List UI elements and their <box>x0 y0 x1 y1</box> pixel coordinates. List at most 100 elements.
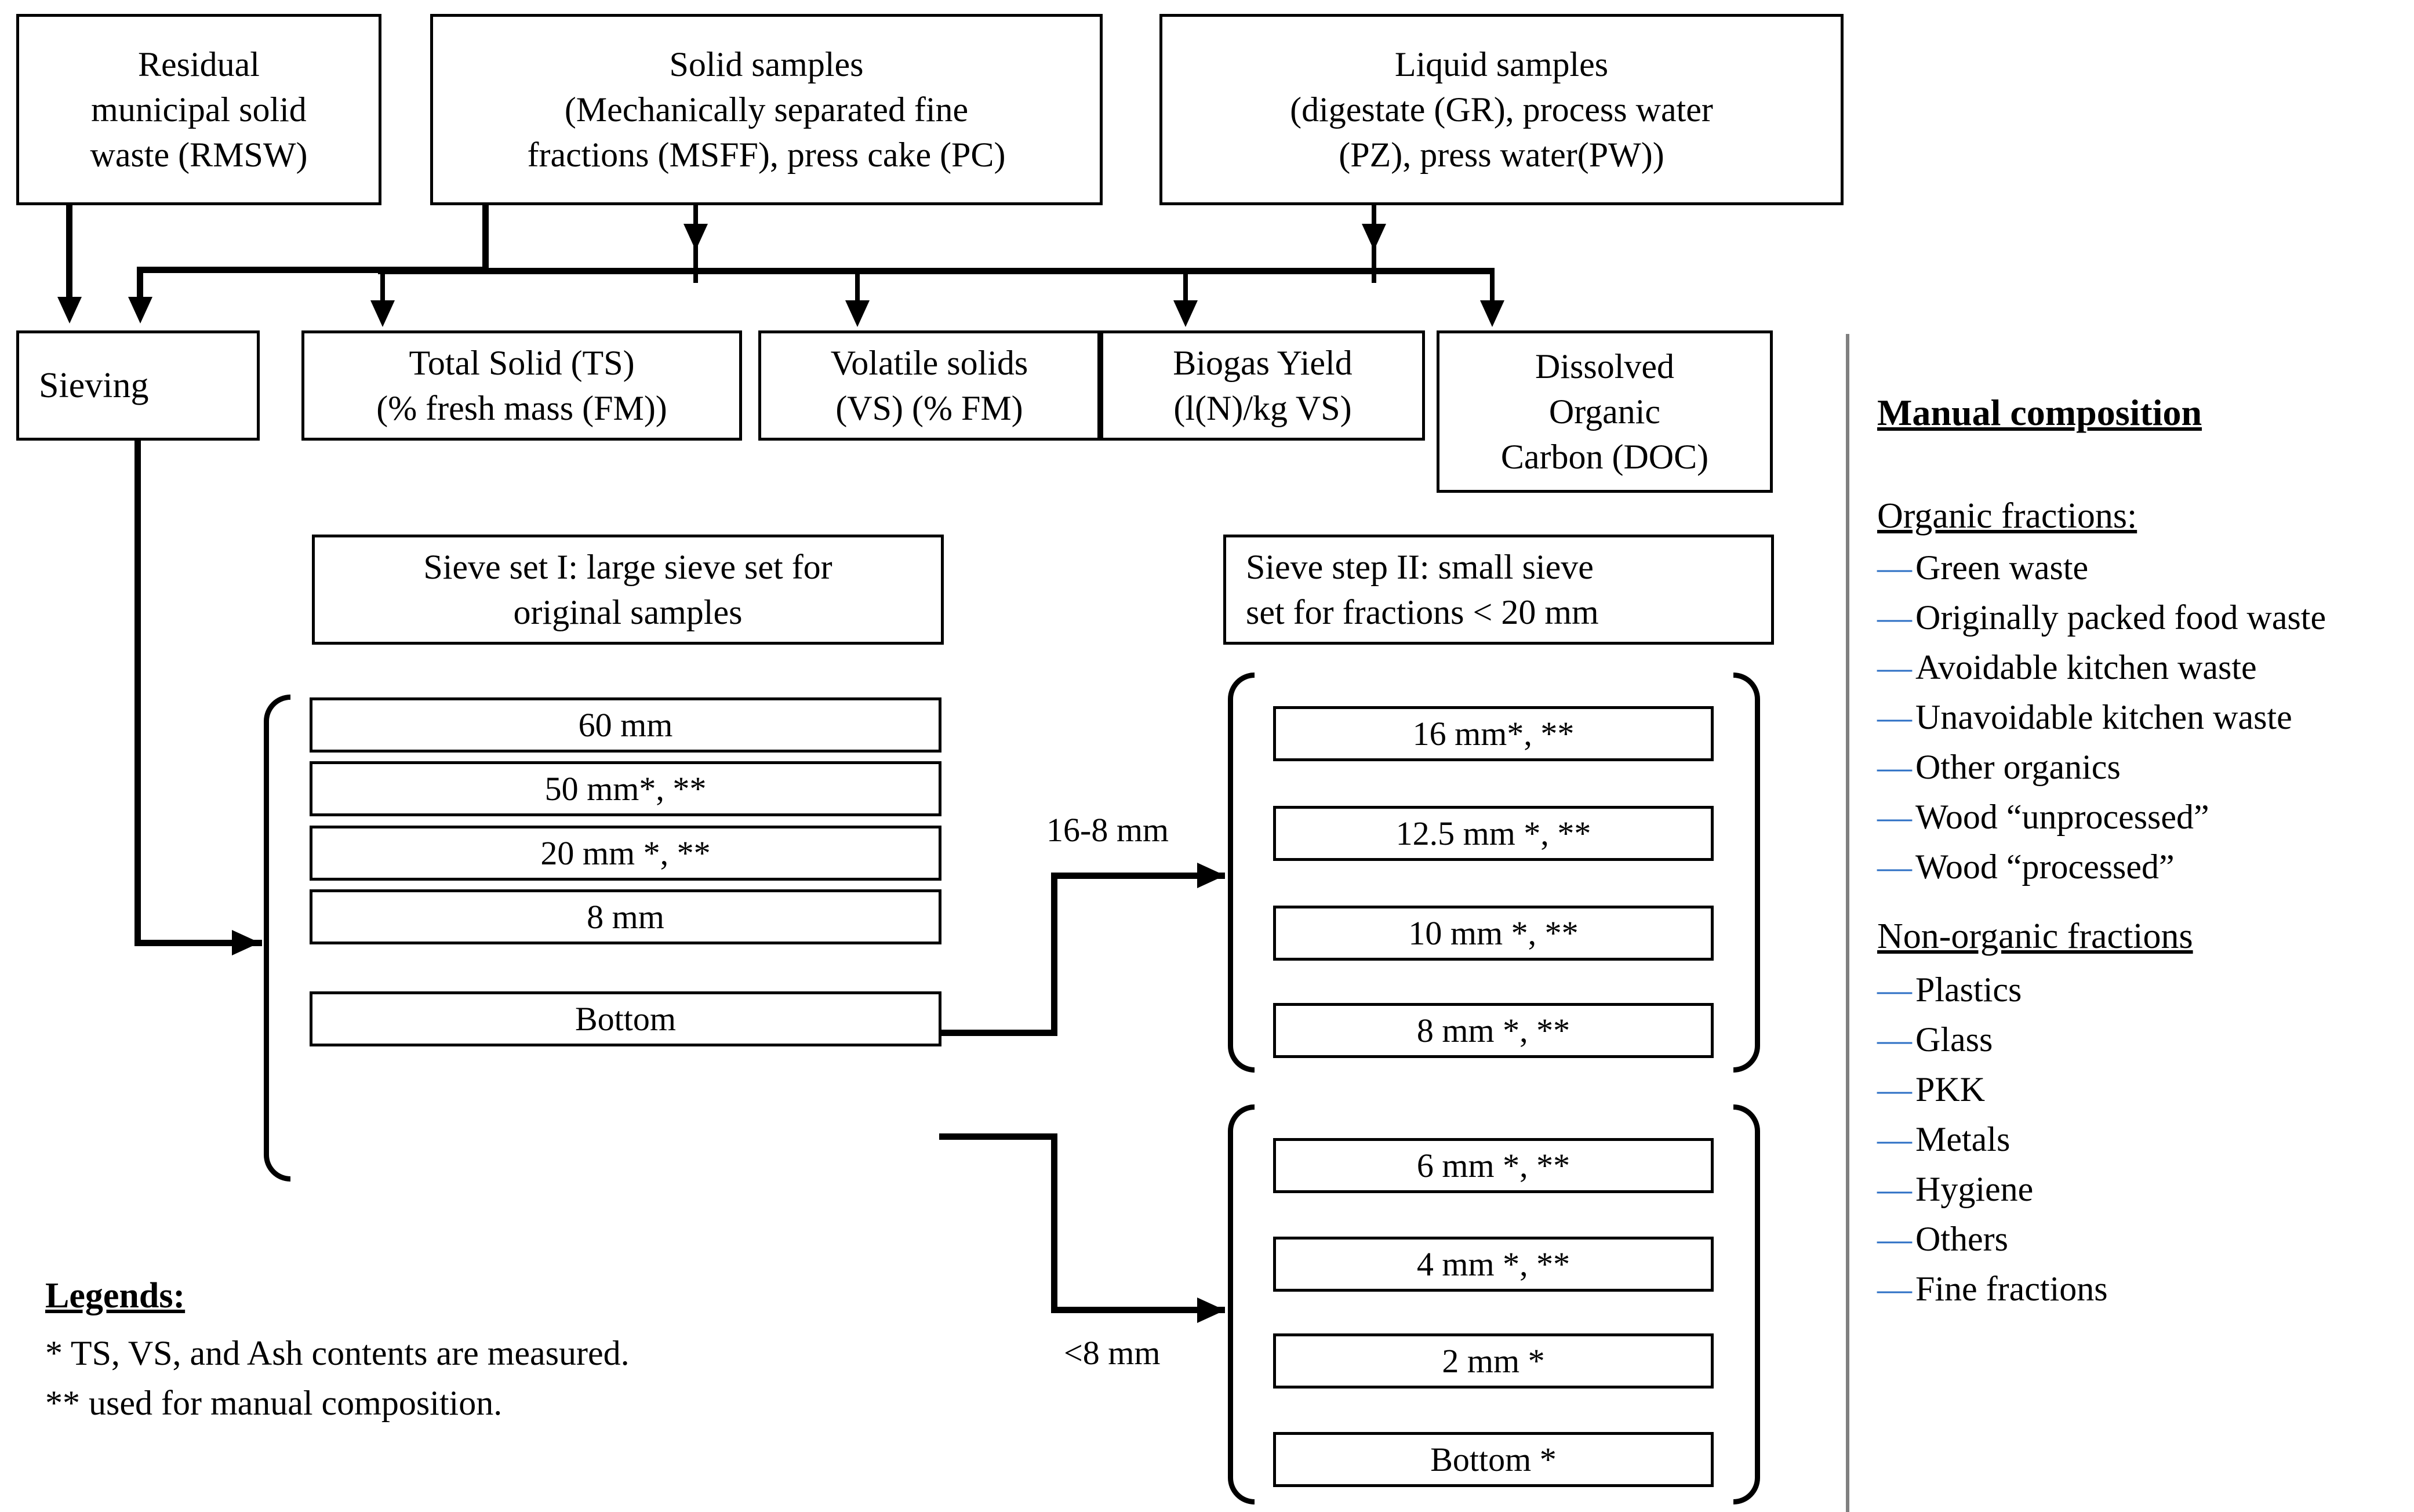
sieve-set-2-item-2mm: 2 mm * <box>1273 1333 1714 1389</box>
non-organic-item-others: — Others <box>1877 1219 2008 1259</box>
arrow-bus-to-biogas <box>1173 300 1198 327</box>
bullet-dash-icon: — <box>1877 598 1912 637</box>
bullet-dash-icon: — <box>1877 1270 1912 1308</box>
arrow-8mm-to-group-a <box>1197 863 1225 888</box>
sieve-set-1-item-bottom: Bottom <box>310 991 941 1046</box>
source-box-liquid-samples: Liquid samples (digestate (GR), process … <box>1159 14 1844 205</box>
sieve-set-1-item-50mm: 50 mm*, ** <box>310 761 941 816</box>
non-organic-item-fine-fractions: — Fine fractions <box>1877 1269 2108 1309</box>
sieve-set-2-group-b-bracket-left <box>1228 1104 1255 1504</box>
non-organic-item-label: Metals <box>1915 1120 2011 1158</box>
organic-item-wood-unprocessed: — Wood “unprocessed” <box>1877 797 2209 837</box>
organic-item-label: Avoidable kitchen waste <box>1915 648 2257 686</box>
connector-rmsw-to-sieving <box>66 205 72 298</box>
sieve-set-2-item-8mm: 8 mm *, ** <box>1273 1003 1714 1058</box>
sieve-set-1-bracket <box>264 695 290 1182</box>
arrow-sieving-to-sieve-set-1 <box>232 930 260 955</box>
connector-bottom-out <box>939 1133 1055 1140</box>
sieve-set-2-group-a-bracket-left <box>1228 673 1255 1073</box>
organic-item-wood-processed: — Wood “processed” <box>1877 847 2175 887</box>
organic-item-label: Other organics <box>1915 748 2121 786</box>
panel-divider <box>1846 334 1849 1512</box>
bullet-dash-icon: — <box>1877 1070 1912 1108</box>
connector-bus-to-ts <box>380 268 385 304</box>
non-organic-item-label: Fine fractions <box>1915 1270 2108 1308</box>
bullet-dash-icon: — <box>1877 548 1912 587</box>
arrow-liquid-to-bus <box>1362 224 1386 250</box>
bullet-dash-icon: — <box>1877 1120 1912 1158</box>
non-organic-item-label: Glass <box>1915 1020 1993 1059</box>
arrow-bus-to-doc <box>1480 300 1504 327</box>
arrow-bus-to-vs <box>845 300 870 327</box>
arrow-bus-to-ts <box>370 300 395 327</box>
bullet-dash-icon: — <box>1877 848 1912 886</box>
connector-bus-to-doc <box>1490 268 1495 304</box>
organic-item-label: Wood “unprocessed” <box>1915 798 2209 836</box>
measurement-box-doc: Dissolved Organic Carbon (DOC) <box>1437 330 1773 493</box>
sieve-set-2-group-b-bracket-right <box>1733 1104 1760 1504</box>
arrow-solid-to-sieving <box>128 297 152 324</box>
bullet-dash-icon: — <box>1877 748 1912 786</box>
sieve-set-2-group-a-bracket-right <box>1733 673 1760 1073</box>
connector-8mm-to-group-a <box>1051 873 1225 879</box>
non-organic-item-plastics: — Plastics <box>1877 970 2022 1010</box>
non-organic-item-label: Others <box>1915 1220 2008 1258</box>
connector-solid-left-stub <box>482 205 489 269</box>
sieve-set-2-item-4mm: 4 mm *, ** <box>1273 1237 1714 1292</box>
sieve-set-2-item-16mm: 16 mm*, ** <box>1273 706 1714 761</box>
bullet-dash-icon: — <box>1877 971 1912 1009</box>
legends-title: Legends: <box>45 1276 186 1315</box>
non-organic-item-pkk: — PKK <box>1877 1070 1985 1110</box>
non-organic-item-label: PKK <box>1915 1070 1986 1108</box>
legends-line-1: * TS, VS, and Ash contents are measured. <box>45 1334 630 1372</box>
bullet-dash-icon: — <box>1877 648 1912 686</box>
organic-item-green-waste: — Green waste <box>1877 548 2088 588</box>
connector-bus-to-vs <box>855 268 860 304</box>
organic-item-other-organics: — Other organics <box>1877 747 2121 787</box>
organic-item-avoidable-kitchen-waste: — Avoidable kitchen waste <box>1877 648 2257 688</box>
connector-8mm-up <box>1051 873 1057 1036</box>
organic-item-label: Wood “processed” <box>1915 848 2175 886</box>
sieve-set-2-header: Sieve step II: small sieve set for fract… <box>1223 535 1774 645</box>
sieve-set-1-item-20mm: 20 mm *, ** <box>310 826 941 881</box>
non-organic-item-hygiene: — Hygiene <box>1877 1169 2033 1209</box>
sieve-set-1-header: Sieve set I: large sieve set for origina… <box>312 535 944 645</box>
connector-8mm-out <box>939 1030 1055 1036</box>
connector-bottom-to-group-b <box>1051 1307 1225 1313</box>
sieve-set-2-item-12-5mm: 12.5 mm *, ** <box>1273 806 1714 861</box>
source-box-rmsw: Residual municipal solid waste (RMSW) <box>16 14 381 205</box>
bullet-dash-icon: — <box>1877 1020 1912 1059</box>
connector-bottom-down <box>1051 1133 1057 1313</box>
non-organic-item-glass: — Glass <box>1877 1020 1993 1060</box>
bullet-dash-icon: — <box>1877 698 1912 736</box>
source-box-solid-samples: Solid samples (Mechanically separated fi… <box>430 14 1103 205</box>
arrow-bottom-to-group-b <box>1197 1297 1225 1323</box>
measurement-box-total-solid: Total Solid (TS) (% fresh mass (FM)) <box>301 330 742 441</box>
manual-composition-title: Manual composition <box>1877 392 2202 433</box>
non-organic-item-metals: — Metals <box>1877 1120 2010 1160</box>
organic-item-unavoidable-kitchen-waste: — Unavoidable kitchen waste <box>1877 697 2292 737</box>
edge-label-16-8mm: 16-8 mm <box>1046 811 1169 849</box>
bullet-dash-icon: — <box>1877 1170 1912 1208</box>
organic-item-originally-packed-food-waste: — Originally packed food waste <box>1877 598 2326 638</box>
measurement-box-volatile-solids: Volatile solids (VS) (% FM) <box>758 330 1100 441</box>
sieve-set-2-item-bottom: Bottom * <box>1273 1432 1714 1487</box>
non-organic-fractions-heading: Non-organic fractions <box>1877 917 2193 956</box>
organic-item-label: Unavoidable kitchen waste <box>1915 698 2292 736</box>
sieve-set-2-item-10mm: 10 mm *, ** <box>1273 906 1714 961</box>
bullet-dash-icon: — <box>1877 1220 1912 1258</box>
arrow-solid-to-bus <box>684 224 708 250</box>
measurement-distribution-bus <box>378 268 1493 274</box>
legends-line-2: ** used for manual composition. <box>45 1384 503 1422</box>
organic-item-label: Originally packed food waste <box>1915 598 2326 637</box>
process-box-sieving: Sieving <box>16 330 260 441</box>
connector-solid-left-drop <box>137 267 143 299</box>
sieve-set-1-item-60mm: 60 mm <box>310 697 941 753</box>
connector-sieving-down <box>134 441 141 946</box>
organic-item-label: Green waste <box>1915 548 2089 587</box>
connector-bus-to-biogas <box>1183 268 1188 304</box>
edge-label-lt-8mm: <8 mm <box>1064 1334 1161 1372</box>
organic-fractions-heading: Organic fractions: <box>1877 496 2137 536</box>
measurement-box-biogas-yield: Biogas Yield (l(N)/kg VS) <box>1100 330 1425 441</box>
